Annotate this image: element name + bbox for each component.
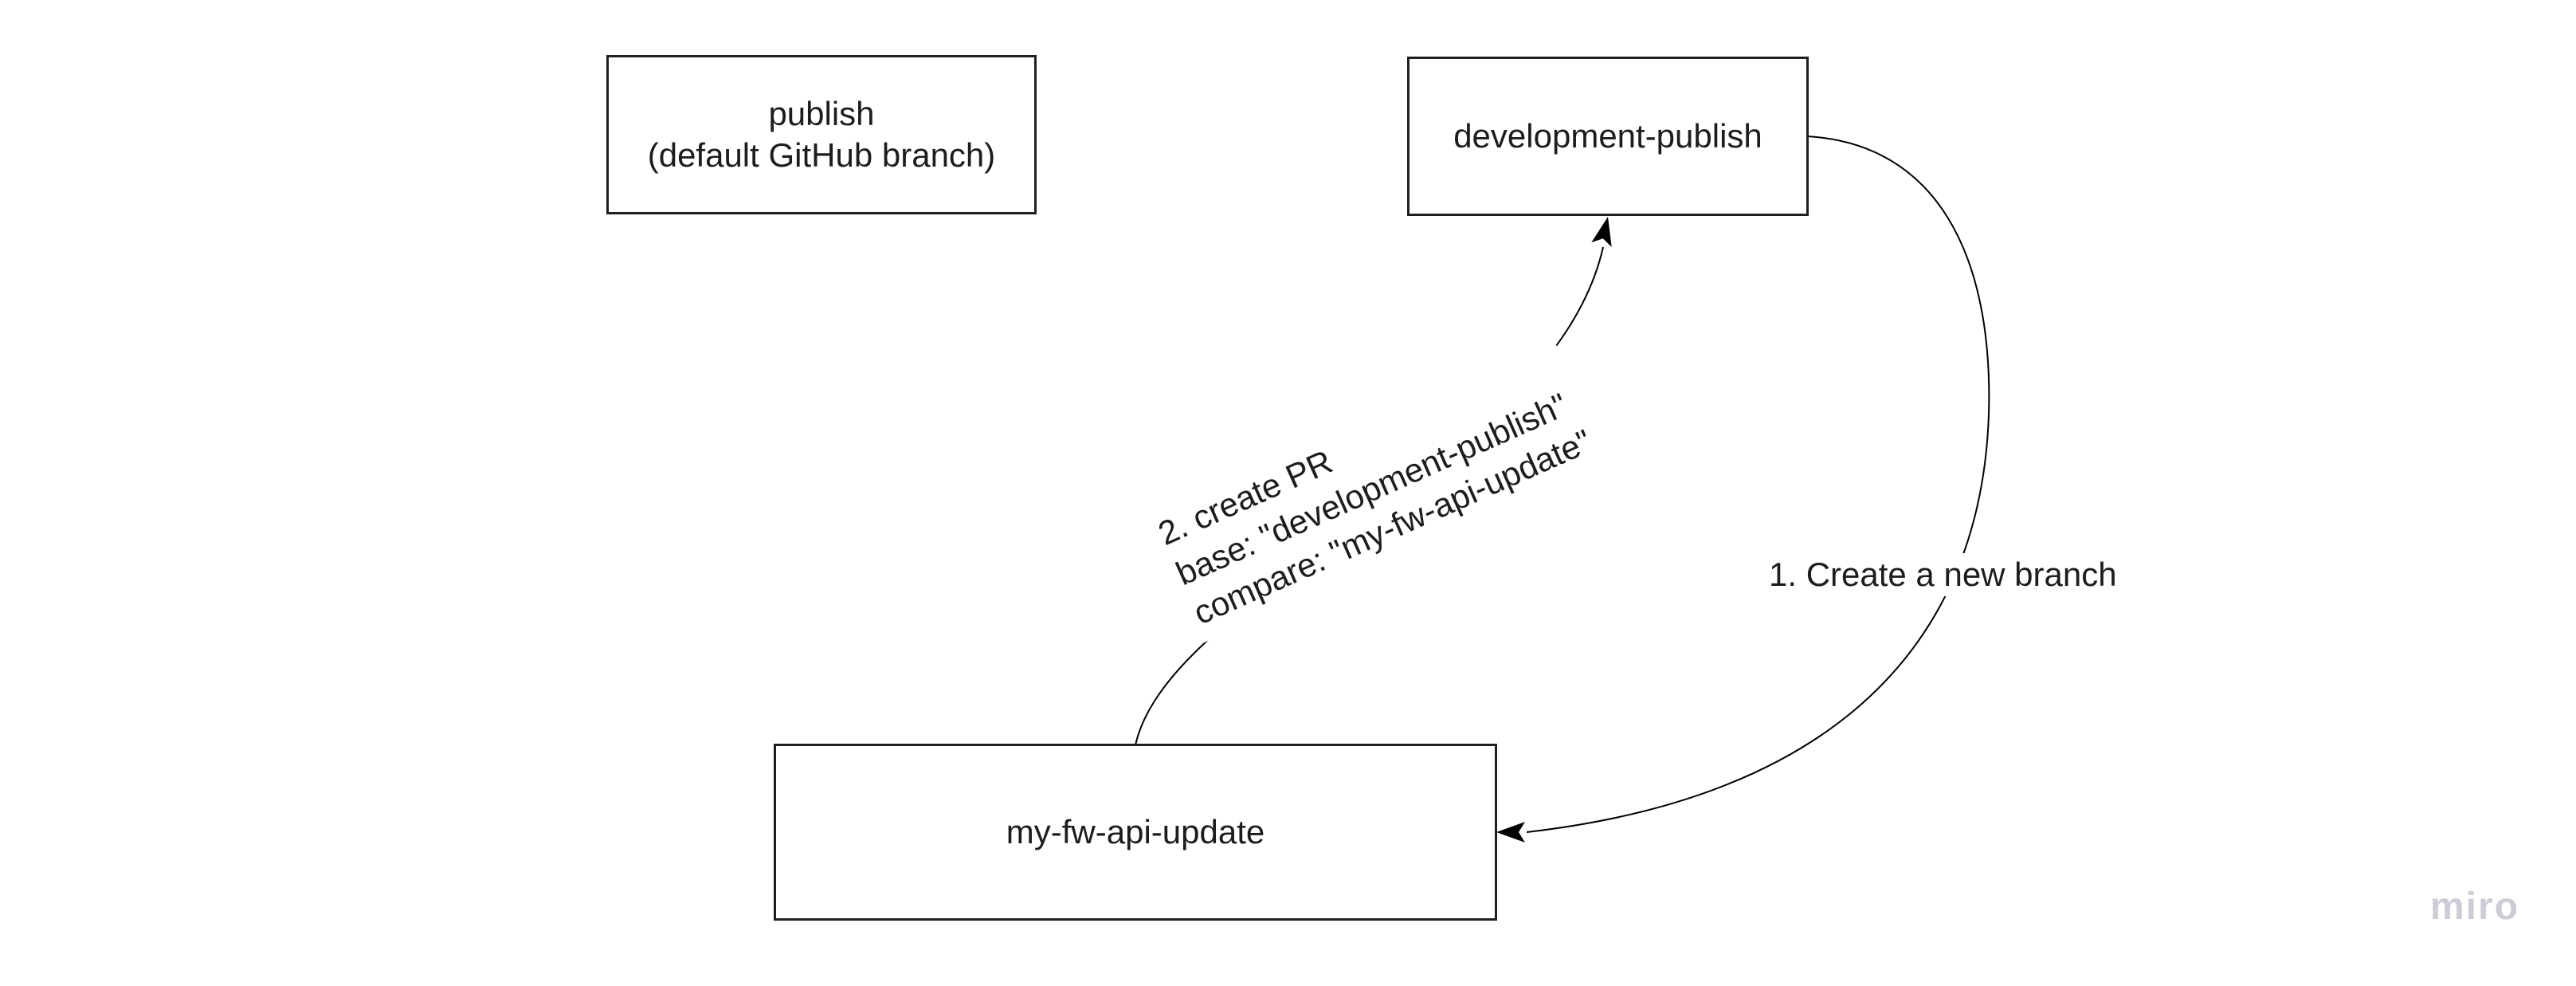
edge-create-branch-line[interactable] (1526, 136, 1990, 833)
shape-development-publish-label: development-publish (1453, 116, 1762, 155)
arrowhead-left-icon (1496, 822, 1525, 843)
shape-my-fw-api-update-label: my-fw-api-update (1006, 812, 1265, 850)
shape-my-fw-api-update-branch[interactable]: my-fw-api-update (774, 744, 1497, 921)
arrowhead-up-icon (1591, 217, 1612, 247)
miro-logo: miro (2430, 886, 2520, 928)
shape-publish-label-line1: publish (768, 94, 875, 132)
edge-create-branch[interactable] (1496, 136, 1990, 843)
shape-publish-branch[interactable]: publish (default GitHub branch) (606, 55, 1037, 214)
shape-publish-label-line2: (default GitHub branch) (647, 136, 996, 174)
edge-label-create-branch[interactable]: 1. Create a new branch (1762, 553, 2123, 596)
shape-development-publish-branch[interactable]: development-publish (1407, 57, 1809, 216)
